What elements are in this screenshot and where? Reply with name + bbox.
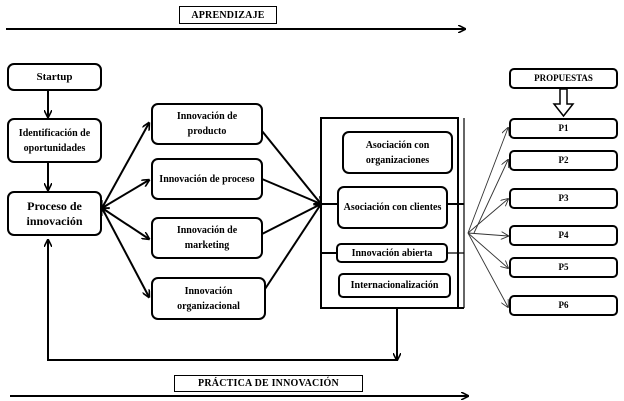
arrow-proceso-producto [102, 123, 149, 208]
propuestas-down-arrow [552, 88, 575, 118]
arrow-proceso-organizacional [102, 208, 149, 297]
proposal-p3: P3 [509, 188, 618, 209]
proceso-box: Proceso de innovación [7, 191, 102, 236]
proposal-p1: P1 [509, 118, 618, 139]
proposal-p4: P4 [509, 225, 618, 246]
arrow-proceso-proceso [102, 180, 149, 208]
internacionalizacion-box: Internacionalización [338, 273, 451, 298]
proposal-p2: P2 [509, 150, 618, 171]
strategies-container [320, 117, 459, 309]
feedback-loop-line [48, 240, 398, 361]
innovacion-producto-box: Innovación de producto [151, 103, 263, 145]
asociacion-clientes-box: Asociación con clientes [337, 186, 448, 229]
arrow-producto-strategies [261, 130, 321, 204]
innovacion-organizacional-box: Innovación organizacional [151, 277, 266, 320]
aprendizaje-label: APRENDIZAJE [179, 6, 277, 24]
arrow-organizacional-strategies [264, 204, 321, 290]
asociacion-organizaciones-box: Asociación con organizaciones [342, 131, 453, 174]
proposal-p6: P6 [509, 295, 618, 316]
practica-innovacion-label: PRÁCTICA DE INNOVACIÓN [174, 375, 363, 392]
proposal-p5: P5 [509, 257, 618, 278]
innovacion-abierta-box: Innovación abierta [336, 243, 448, 263]
propuestas-header: PROPUESTAS [509, 68, 618, 89]
arrow-proceso-marketing [102, 208, 149, 239]
identificacion-box: Identificación de oportunidades [7, 118, 102, 163]
startup-box: Startup [7, 63, 102, 91]
proposal-fan-arrows [467, 128, 508, 307]
arrow-proceso-strategies [261, 178, 321, 204]
innovacion-marketing-box: Innovación de marketing [151, 217, 263, 259]
innovacion-proceso-box: Innovación de proceso [151, 158, 263, 200]
arrow-marketing-strategies [261, 204, 321, 235]
